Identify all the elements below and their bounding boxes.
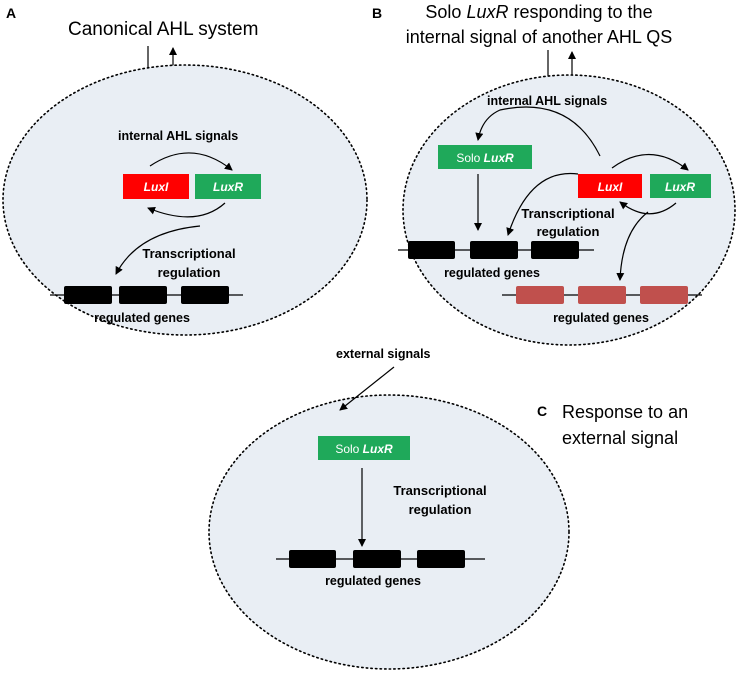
panel-c-regulation-line2: regulation — [409, 502, 472, 517]
panel-b: B Solo LuxR responding to the internal s… — [372, 2, 736, 346]
panel-b-gene-red-1 — [516, 286, 564, 304]
panel-b-luxi-label: LuxI — [598, 180, 623, 194]
panel-c-gene-1 — [289, 550, 336, 568]
panel-b-solo-luxr-label: Solo LuxR — [456, 151, 514, 165]
panel-c-regulation-line1: Transcriptional — [393, 483, 486, 498]
panel-b-gene-red-3 — [640, 286, 688, 304]
panel-a-luxi-box — [123, 174, 189, 199]
panel-b-regulation-line1: Transcriptional — [521, 206, 614, 221]
panel-c-gene-2 — [353, 550, 401, 568]
panel-b-title-line2: internal signal of another AHL QS — [406, 27, 673, 47]
panel-a-regulation-line1: Transcriptional — [142, 246, 235, 261]
panel-b-genes-red-label: regulated genes — [553, 311, 649, 325]
panel-c-genes-label: regulated genes — [325, 574, 421, 588]
panel-c-cell — [208, 394, 570, 670]
panel-c-letter: C — [537, 403, 547, 419]
panel-c-title-line2: external signal — [562, 428, 678, 448]
panel-c-title-line1: Response to an — [562, 402, 688, 422]
panel-a-signal-curve-arrow — [149, 152, 233, 171]
panel-a-genes-label: regulated genes — [94, 311, 190, 325]
panel-b-luxi-to-luxr-arrow — [611, 153, 689, 171]
panel-b-luxr-to-red-genes-arrow — [616, 211, 649, 281]
panel-c-signals-label: external signals — [336, 347, 431, 361]
panel-c-gene-3 — [417, 550, 465, 568]
panel-c-solo-luxr-box — [318, 436, 410, 460]
panel-a-letter: A — [6, 5, 16, 21]
panel-b-regulation-line2: regulation — [537, 224, 600, 239]
panel-a-luxi-label: LuxI — [144, 180, 169, 194]
panel-b-luxi-box — [578, 174, 642, 198]
panel-b-feedback-arrow — [619, 201, 677, 215]
panel-b-gene-red-2 — [578, 286, 626, 304]
panel-b-signal-to-solo-arrow — [475, 106, 601, 157]
panel-a-title: Canonical AHL system — [68, 19, 258, 40]
panel-b-cell — [402, 74, 736, 346]
panel-b-luxr-box — [650, 174, 711, 198]
panel-b-title-line1: Solo LuxR responding to the — [425, 2, 652, 22]
panel-c: external signals C Response to an extern… — [208, 347, 688, 670]
panel-b-gene-black-1 — [408, 241, 455, 259]
panel-b-luxi-to-genes-arrow — [506, 172, 579, 236]
panel-b-letter: B — [372, 5, 382, 21]
panel-c-external-signal-arrow — [339, 366, 395, 411]
panel-a-gene-3 — [181, 286, 229, 304]
panel-a-cell — [2, 64, 368, 336]
panel-b-gene-black-2 — [470, 241, 518, 259]
panel-b-luxr-label: LuxR — [665, 180, 695, 194]
panel-a-luxr-box — [195, 174, 261, 199]
panel-a-gene-2 — [119, 286, 167, 304]
panel-a-feedback-arrow — [147, 202, 226, 218]
panel-a-luxr-label: LuxR — [213, 180, 243, 194]
panel-a-regulation-arrow — [115, 225, 201, 275]
panel-b-genes-black-label: regulated genes — [444, 266, 540, 280]
panel-b-gene-black-3 — [531, 241, 579, 259]
panel-a-gene-1 — [64, 286, 112, 304]
panel-a-signals-label: internal AHL signals — [118, 129, 238, 143]
panel-a-regulation-line2: regulation — [158, 265, 221, 280]
panel-b-signals-label: internal AHL signals — [487, 94, 607, 108]
panel-c-solo-luxr-label: Solo LuxR — [335, 442, 393, 456]
panel-a: A Canonical AHL system internal AHL sign… — [2, 5, 368, 336]
panel-b-solo-luxr-box — [438, 145, 532, 169]
